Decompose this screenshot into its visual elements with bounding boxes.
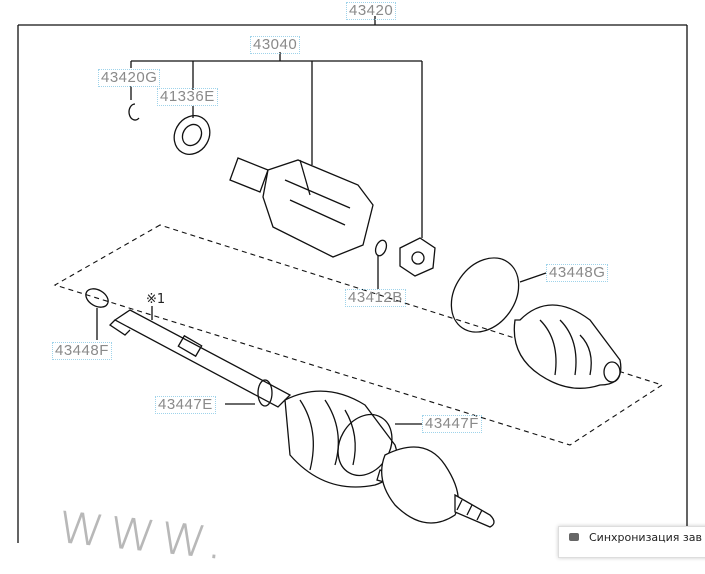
label-43448g[interactable]: 43448G bbox=[546, 264, 609, 282]
note-mark: ※1 bbox=[146, 292, 166, 307]
label-41336e[interactable]: 41336E bbox=[157, 88, 218, 106]
sync-notification[interactable]: Синхронизация зав bbox=[558, 526, 705, 558]
label-43420[interactable]: 43420 bbox=[346, 2, 397, 20]
label-43447f[interactable]: 43447F bbox=[422, 415, 482, 433]
parts-diagram bbox=[17, 16, 688, 543]
label-43448f[interactable]: 43448F bbox=[52, 342, 112, 360]
sync-icon bbox=[569, 533, 579, 541]
label-43412b[interactable]: 43412B bbox=[345, 289, 406, 307]
label-43420g[interactable]: 43420G bbox=[98, 69, 161, 87]
label-43447e[interactable]: 43447E bbox=[155, 396, 216, 414]
label-43040[interactable]: 43040 bbox=[250, 36, 301, 54]
notification-text: Синхронизация зав bbox=[589, 531, 702, 544]
